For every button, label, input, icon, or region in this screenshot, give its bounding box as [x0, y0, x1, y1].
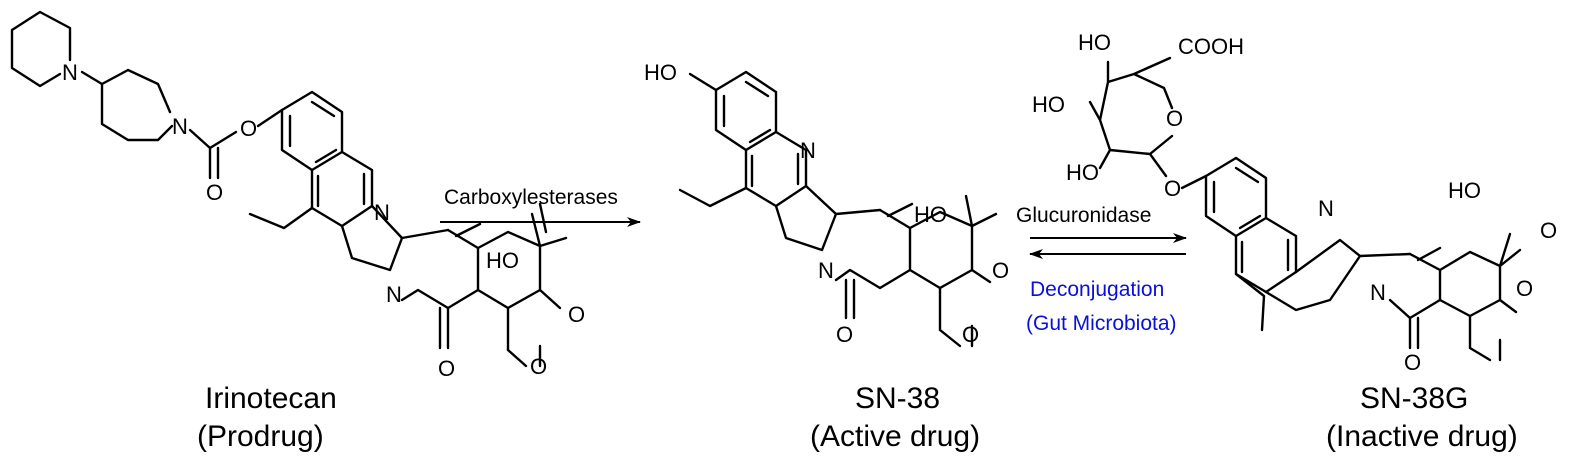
svg-text:O: O	[530, 354, 547, 379]
svg-text:N: N	[374, 200, 390, 225]
svg-text:N: N	[1318, 196, 1334, 221]
sn38g-role: (Inactive drug)	[1326, 420, 1518, 453]
sn38g-benzene	[1204, 156, 1268, 238]
sn38-benzene	[714, 70, 778, 152]
svg-text:O: O	[240, 116, 257, 141]
svg-text:O: O	[1404, 350, 1421, 375]
svg-text:HO: HO	[914, 202, 947, 227]
svg-text:N: N	[800, 138, 816, 163]
carboxylic-acid: COOH	[1178, 34, 1244, 59]
piperidine-ring	[10, 10, 72, 88]
sn38g-structure: HO COOH HO HO O O N N O HO O O	[1032, 30, 1557, 375]
svg-text:N: N	[1370, 280, 1386, 305]
svg-text:O: O	[1166, 106, 1183, 131]
svg-text:HO: HO	[1078, 30, 1111, 55]
glucuronidase-label: Glucuronidase	[1016, 204, 1151, 227]
svg-text:O: O	[992, 258, 1009, 283]
gut-microbiota-label: (Gut Microbiota)	[1026, 312, 1177, 335]
svg-text:O: O	[438, 356, 455, 381]
glucuronide-ring	[1088, 56, 1174, 178]
svg-text:HO: HO	[1032, 92, 1065, 117]
sn38-structure: HO N N O HO O O	[644, 60, 1009, 348]
sn38-role: (Active drug)	[810, 420, 980, 453]
svg-text:O: O	[836, 322, 853, 347]
sn38-name: SN-38	[855, 382, 940, 415]
svg-text:O: O	[962, 322, 979, 347]
svg-text:HO: HO	[1448, 178, 1481, 203]
sn38-hydroxyl: HO	[644, 60, 677, 85]
irinotecan-name: Irinotecan	[205, 382, 337, 415]
svg-text:O: O	[206, 180, 223, 205]
irinotecan-benzene	[280, 90, 344, 172]
svg-text:HO: HO	[1066, 160, 1099, 185]
svg-text:O: O	[1540, 218, 1557, 243]
svg-text:N: N	[172, 114, 188, 139]
svg-text:O: O	[1516, 276, 1533, 301]
svg-text:O: O	[1164, 176, 1181, 201]
svg-text:O: O	[568, 302, 585, 327]
piperidine-ring-2	[100, 68, 174, 142]
deconjugation-label: Deconjugation	[1030, 278, 1164, 301]
carboxylesterases-label: Carboxylesterases	[444, 186, 618, 209]
svg-text:N: N	[818, 258, 834, 283]
irinotecan-role: (Prodrug)	[197, 420, 324, 453]
svg-text:N: N	[386, 282, 402, 307]
irinotecan-structure: N N O O N N O HO O O	[10, 10, 585, 381]
sn38g-name: SN-38G	[1360, 382, 1468, 415]
svg-text:HO: HO	[486, 248, 519, 273]
piperidine-nitrogen: N	[62, 60, 78, 85]
